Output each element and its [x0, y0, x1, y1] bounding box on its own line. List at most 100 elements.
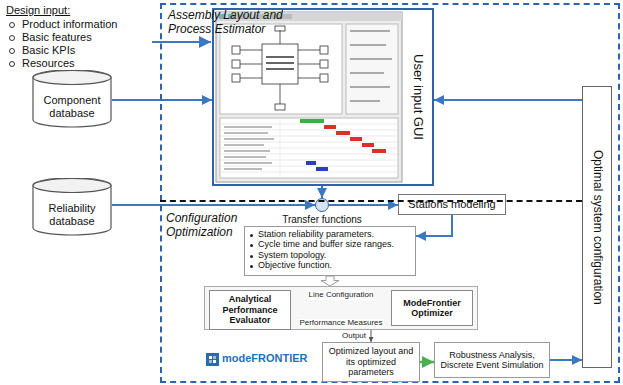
- gui-screenshot-part-part: [266, 68, 294, 70]
- flow-arrow: [112, 204, 315, 206]
- text-block: Component database: [32, 86, 112, 128]
- gui-screenshot-part-part: [240, 50, 262, 51]
- gui-screenshot-part-part: [275, 26, 285, 31]
- gui-screenshot-part-part: [275, 104, 285, 110]
- gui-screenshot-part-part: [280, 118, 281, 178]
- gui-screenshot-part: [350, 30, 392, 102]
- gui-screenshot-part: [224, 126, 274, 170]
- node-label: ModeFrontier Optimizer: [395, 298, 469, 319]
- modefrontier-icon-part: [206, 353, 219, 366]
- modefrontier-icon-part: [213, 356, 216, 359]
- gui-screenshot-part: [306, 161, 328, 171]
- gui-screenshot-part-part: [224, 144, 264, 146]
- cylinder-body: [33, 70, 111, 127]
- gui-screenshot-part-part: [350, 44, 386, 46]
- gui-screenshot-part-part: [220, 172, 398, 173]
- gui-screenshot-part-part: [224, 132, 268, 134]
- bullet-row: Station reliability parameters.: [249, 229, 411, 239]
- input-item: Basic features: [22, 31, 92, 44]
- gui-screenshot-part-part: [240, 78, 262, 79]
- node-label: User input GUI: [411, 54, 426, 140]
- gui-screenshot-part-part: [320, 60, 328, 68]
- gui-screenshot-part: [324, 125, 386, 153]
- gui-screenshot-part-part: [280, 30, 281, 44]
- region-heading: Assembly Layout and Process Estimator: [168, 9, 318, 37]
- database-cylinder: Component database: [32, 70, 112, 128]
- gui-screenshot-part-part: [320, 74, 328, 82]
- flow-arrow: [321, 186, 323, 198]
- gui-screenshot-part-part: [220, 136, 398, 137]
- system-frame: User input GUI Transfer functions Stations…: [160, 3, 620, 383]
- node-label: Component database: [35, 94, 109, 119]
- flow-arrow: [112, 99, 212, 101]
- gui-screenshot-part-part: [372, 149, 386, 153]
- text-block: User input GUI: [404, 10, 432, 184]
- gui-screenshot-part-part: [220, 130, 398, 131]
- gui-screenshot-part-part: [232, 74, 240, 82]
- modefrontier-icon: [206, 353, 219, 366]
- input-bullets-part: [10, 36, 15, 41]
- cylinder-body: [33, 178, 111, 235]
- gui-screenshot-part-part: [316, 167, 328, 171]
- logo-text: modeFRONTIER: [222, 352, 308, 365]
- gui-screenshot-part-part: [280, 84, 281, 104]
- node-label: Transfer functions: [282, 214, 362, 226]
- edge-label: Performance Measures: [298, 319, 383, 328]
- gui-screenshot-part: [220, 24, 342, 114]
- gui-screenshot-part: [232, 26, 328, 110]
- input-bullets: [10, 23, 15, 67]
- text-block: Robustness Analysis, Discrete Event Simu…: [435, 343, 549, 377]
- input-item: Basic KPIs: [22, 44, 75, 57]
- gui-screenshot-part: [216, 12, 402, 182]
- gui-screenshot-part-part: [362, 143, 374, 147]
- input-bullets-part: [10, 62, 15, 67]
- node-label: Robustness Analysis, Discrete Event Simu…: [438, 350, 546, 371]
- node-label: Analytical Performance Evaluator: [213, 294, 287, 325]
- gui-screenshot-part: [220, 118, 398, 178]
- flow-arrow: [550, 359, 582, 361]
- input-heading: Design input:: [6, 4, 70, 17]
- text-block: ModeFrontier Optimizer: [392, 291, 472, 325]
- parameter-box: Station reliability parameters.Cycle tim…: [244, 226, 416, 276]
- gui-screenshot-part: [266, 56, 294, 70]
- gui-screenshot-part-part: [350, 72, 384, 74]
- node-label: Optimal system configuration: [590, 150, 604, 305]
- node-label: Reliability database: [35, 202, 109, 227]
- bullet-dot: [250, 234, 253, 237]
- gui-screenshot-part-part: [350, 100, 380, 102]
- gui-screenshot-part-part: [224, 150, 270, 152]
- gui-screenshot-part-part: [240, 64, 262, 65]
- gui-screenshot-part-part: [336, 131, 350, 135]
- flow-arrow: [420, 361, 434, 364]
- block-arrow: [321, 276, 339, 286]
- gui-screenshot-part-part: [350, 58, 392, 60]
- process-box: Robustness Analysis, Discrete Event Simu…: [434, 342, 550, 378]
- gui-screenshot-part-part: [220, 154, 398, 155]
- input-bullets-part: [10, 49, 15, 54]
- bullet-dot: [250, 255, 253, 258]
- gui-screenshot-part-part: [350, 30, 390, 32]
- bullet-row: Cycle time and buffer size ranges.: [249, 239, 411, 249]
- bullet-row: System topology.: [249, 250, 411, 260]
- gui-screenshot-part-part: [232, 46, 240, 54]
- gui-screenshot-part-part: [220, 124, 398, 125]
- node-label: Optimized layout and its optimized param…: [326, 346, 416, 377]
- bullet-dot: [250, 244, 253, 247]
- gui-screenshot-part: [300, 119, 324, 123]
- gui-screenshot-part-part: [224, 126, 272, 128]
- cylinder-top: [33, 71, 111, 85]
- flow-arrow: [329, 204, 398, 206]
- process-box: Stations modeling: [398, 194, 506, 215]
- text-block: Transfer functions: [280, 214, 364, 226]
- text-block: Optimized layout and its optimized param…: [323, 343, 419, 381]
- gui-screenshot-part-part: [266, 62, 294, 64]
- text-block: Reliability database: [32, 194, 112, 236]
- flow-arrow: [371, 330, 372, 342]
- input-bullets-part: [10, 23, 15, 28]
- bullet-dot: [250, 265, 253, 268]
- input-item: Product information: [22, 18, 117, 31]
- gui-screenshot-part-part: [232, 60, 240, 68]
- gui-screenshot-part-part: [220, 166, 398, 167]
